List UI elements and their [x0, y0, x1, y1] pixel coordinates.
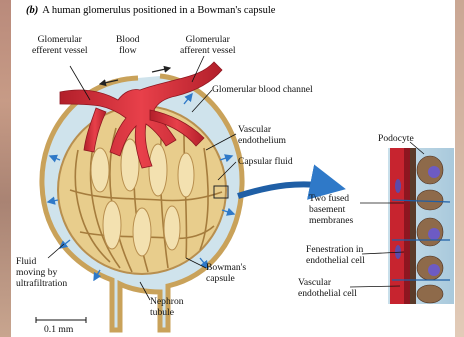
- blood-flow-arrow-right: [152, 68, 170, 72]
- vascular-endothelium-label: Vascular endothelium: [238, 124, 286, 146]
- capsular-fluid-label: Capsular fluid: [238, 156, 293, 167]
- nephron-tubule-label: Nephron tubule: [150, 296, 184, 318]
- vascular-endothelial-cell-label: Vascular endothelial cell: [298, 277, 357, 299]
- two-fused-membranes-label: Two fused basement membranes: [309, 193, 353, 226]
- fenestration-label: Fenestration in endothelial cell: [306, 244, 365, 266]
- glomerular-afferent-label: Glomerular afferent vessel: [180, 34, 236, 56]
- glomerular-blood-channel-label: Glomerular blood channel: [212, 84, 313, 95]
- fluid-moving-label: Fluid moving by ultrafiltration: [16, 256, 67, 289]
- podocyte-label: Podocyte: [378, 133, 414, 144]
- blood-flow-label: Blood flow: [116, 34, 139, 56]
- bowmans-capsule-label: Bowman's capsule: [206, 262, 246, 284]
- magnified-strip: [388, 148, 454, 304]
- scale-bar-label: 0.1 mm: [44, 324, 73, 335]
- glomerular-efferent-label: Glomerular efferent vessel: [32, 34, 88, 56]
